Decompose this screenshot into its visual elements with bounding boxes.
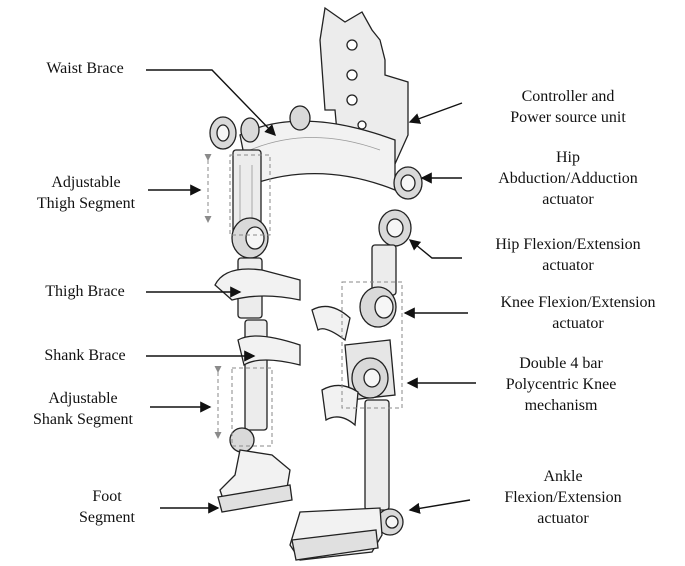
label-hip-flexion: Hip Flexion/Extension actuator xyxy=(495,236,641,274)
label-foot-segment: Foot Segment xyxy=(79,488,135,526)
label-hip-abduction: Hip Abduction/Adduction actuator xyxy=(498,149,638,208)
arrow-controller xyxy=(408,102,463,124)
arrow-hip-flexion xyxy=(408,239,462,259)
label-polycentric-knee: Double 4 bar Polycentric Knee mechanism xyxy=(505,355,617,414)
adjustment-indicators xyxy=(204,154,403,447)
label-adjustable-thigh-segment: Adjustable Thigh Segment xyxy=(36,174,136,212)
shank-brace-shape xyxy=(237,335,301,367)
label-thigh-brace: Thigh Brace xyxy=(45,283,125,300)
arrow-ankle-flexion xyxy=(408,499,471,514)
arrow-waist-brace xyxy=(146,69,276,137)
label-controller-power: Controller and Power source unit xyxy=(510,88,626,126)
exoskeleton-illustration xyxy=(209,6,423,561)
label-ankle-flexion: Ankle Flexion/Extension actuator xyxy=(504,468,622,527)
leader-arrows xyxy=(146,69,476,514)
label-adjustable-shank-segment: Adjustable Shank Segment xyxy=(33,390,133,428)
thigh-brace-shape xyxy=(214,268,301,301)
label-waist-brace: Waist Brace xyxy=(46,60,124,77)
label-shank-brace: Shank Brace xyxy=(44,347,126,364)
label-knee-flexion: Knee Flexion/Extension actuator xyxy=(500,294,656,332)
